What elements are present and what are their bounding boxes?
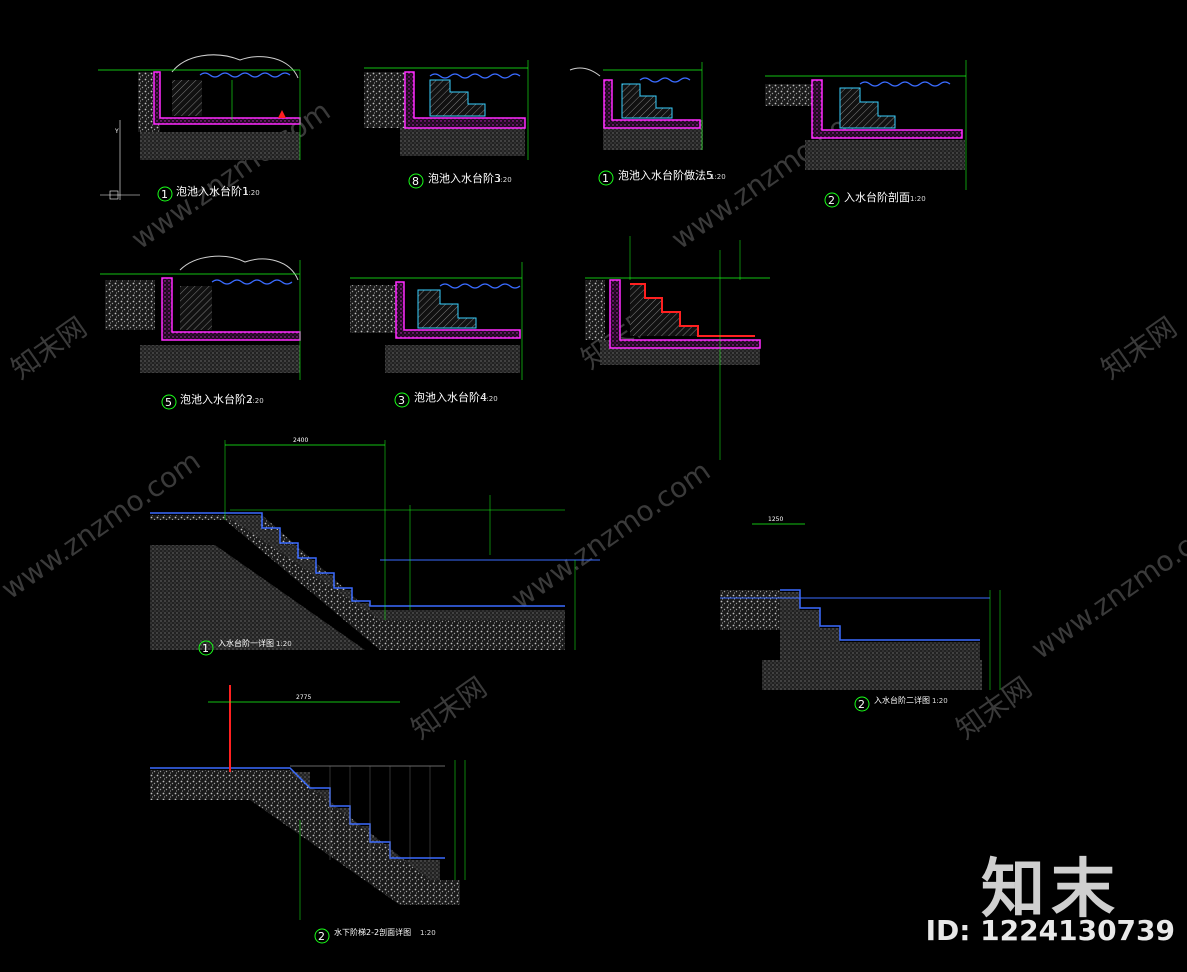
drawing-title: 入水台阶二详图 <box>874 695 930 705</box>
watermark-site: www.znzmo.com <box>1025 504 1187 666</box>
drawing-scale: 1:20 <box>276 640 292 648</box>
big-stair-detail-3: 2775 2 水下阶梯2-2剖面详图 1:20 <box>150 685 466 944</box>
drawing-title: 泡池入水台阶2 <box>180 392 253 406</box>
dimension-label: 1250 <box>768 516 783 523</box>
drawing-title: 泡池入水台阶1 <box>176 184 249 198</box>
big-stair-detail-1: 2400 1 入水台阶一详图 1:20 <box>150 437 600 656</box>
drawing-number: 1 <box>602 172 609 185</box>
watermark-cn: 知末网 <box>405 671 493 746</box>
drawing-scale: 1:20 <box>496 176 512 184</box>
drawing-scale: 1:20 <box>244 189 260 197</box>
drawing-number: 2 <box>828 194 835 207</box>
drawing-number: 2 <box>318 930 325 943</box>
drawing-scale: 1:20 <box>910 195 926 203</box>
drawing-title: 入水台阶一详图 <box>218 638 274 648</box>
drawing-number: 1 <box>202 642 209 655</box>
drawing-number: 3 <box>398 394 405 407</box>
drawing-scale: 1:20 <box>710 173 726 181</box>
drawing-scale: 1:20 <box>482 395 498 403</box>
drawing-scale: 1:20 <box>248 397 264 405</box>
drawing-number: 5 <box>165 396 172 409</box>
watermark-cn: 知末网 <box>5 311 93 386</box>
dimension-label: 2775 <box>296 694 311 701</box>
big-stair-detail-2: 1250 2 入水台阶二详图 1:20 <box>720 516 1001 712</box>
drawing-scale: 1:20 <box>932 697 948 705</box>
drawing-title: 泡池入水台阶3 <box>428 171 501 185</box>
drawing-1b-section: 1 泡池入水台阶做法5 1:20 <box>569 62 726 186</box>
drawing-red-section <box>585 236 770 460</box>
dimension-label: 2400 <box>293 437 308 444</box>
drawing-number: 1 <box>161 188 168 201</box>
drawing-2-section: 2 入水台阶剖面 1:20 <box>765 60 967 208</box>
drawing-1-section: Y 1 泡池入水台阶1 1:20 <box>98 54 301 202</box>
drawing-title: 水下阶梯2-2剖面详图 <box>334 927 411 937</box>
drawing-number: 8 <box>412 175 419 188</box>
watermark-cn: 知末网 <box>1095 311 1183 386</box>
brand-logo: 知末 <box>981 853 1121 927</box>
drawing-scale: 1:20 <box>420 929 436 937</box>
drawing-title: 泡池入水台阶4 <box>414 390 487 404</box>
drawing-title: 入水台阶剖面 <box>844 190 910 204</box>
svg-text:Y: Y <box>114 128 119 135</box>
resource-id: ID: 1224130739 <box>925 914 1175 947</box>
drawing-title: 泡池入水台阶做法5 <box>618 168 713 182</box>
drawing-8-section: 8 泡池入水台阶3 1:20 <box>364 60 529 189</box>
drawing-number: 2 <box>858 698 865 711</box>
watermark-site: www.znzmo.com <box>505 454 716 616</box>
drawing-3-section: 3 泡池入水台阶4 1:20 <box>350 262 523 408</box>
drawing-5-section: 5 泡池入水台阶2 1:20 <box>100 255 301 410</box>
